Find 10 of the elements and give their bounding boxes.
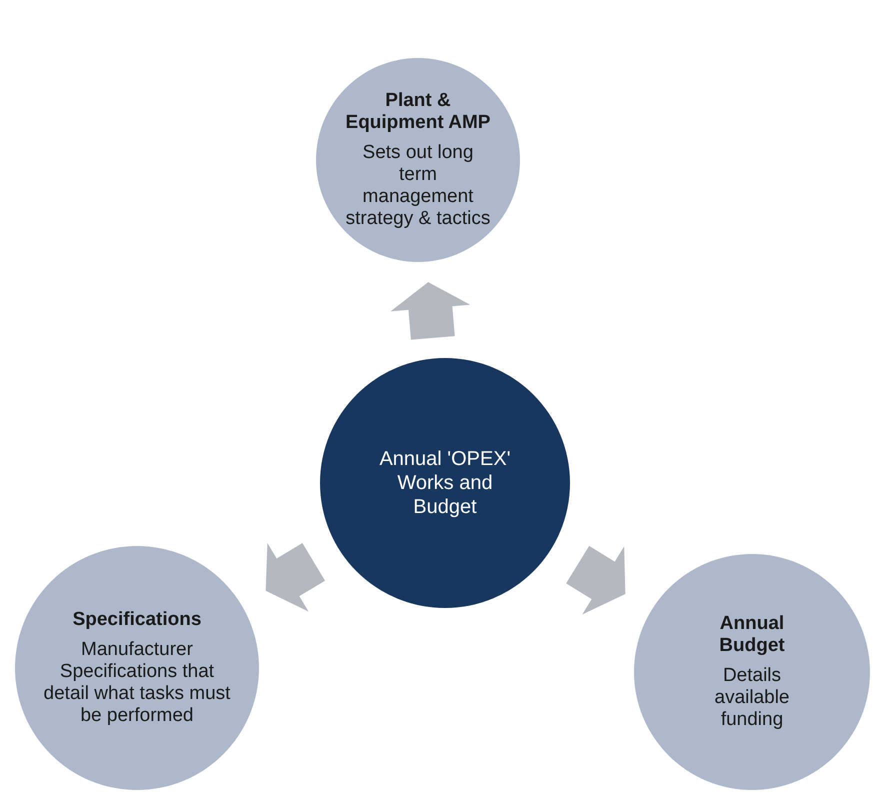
circle-text: Annual 'OPEX' Works and Budget — [378, 447, 512, 519]
block-arrow — [266, 543, 326, 612]
block-arrow — [390, 282, 470, 340]
circle-text: Sets out long term management strategy & tactics — [344, 142, 492, 230]
circle-heading: Specifications — [72, 609, 202, 631]
circle-heading: Plant & Equipment AMP — [344, 90, 492, 134]
block-arrow — [566, 546, 626, 614]
circle-heading: Annual Budget — [718, 613, 786, 657]
circle-text: Manufacturer Specifications that detail what tasks must be performed — [42, 639, 232, 727]
circle-text: Details available funding — [714, 665, 790, 731]
